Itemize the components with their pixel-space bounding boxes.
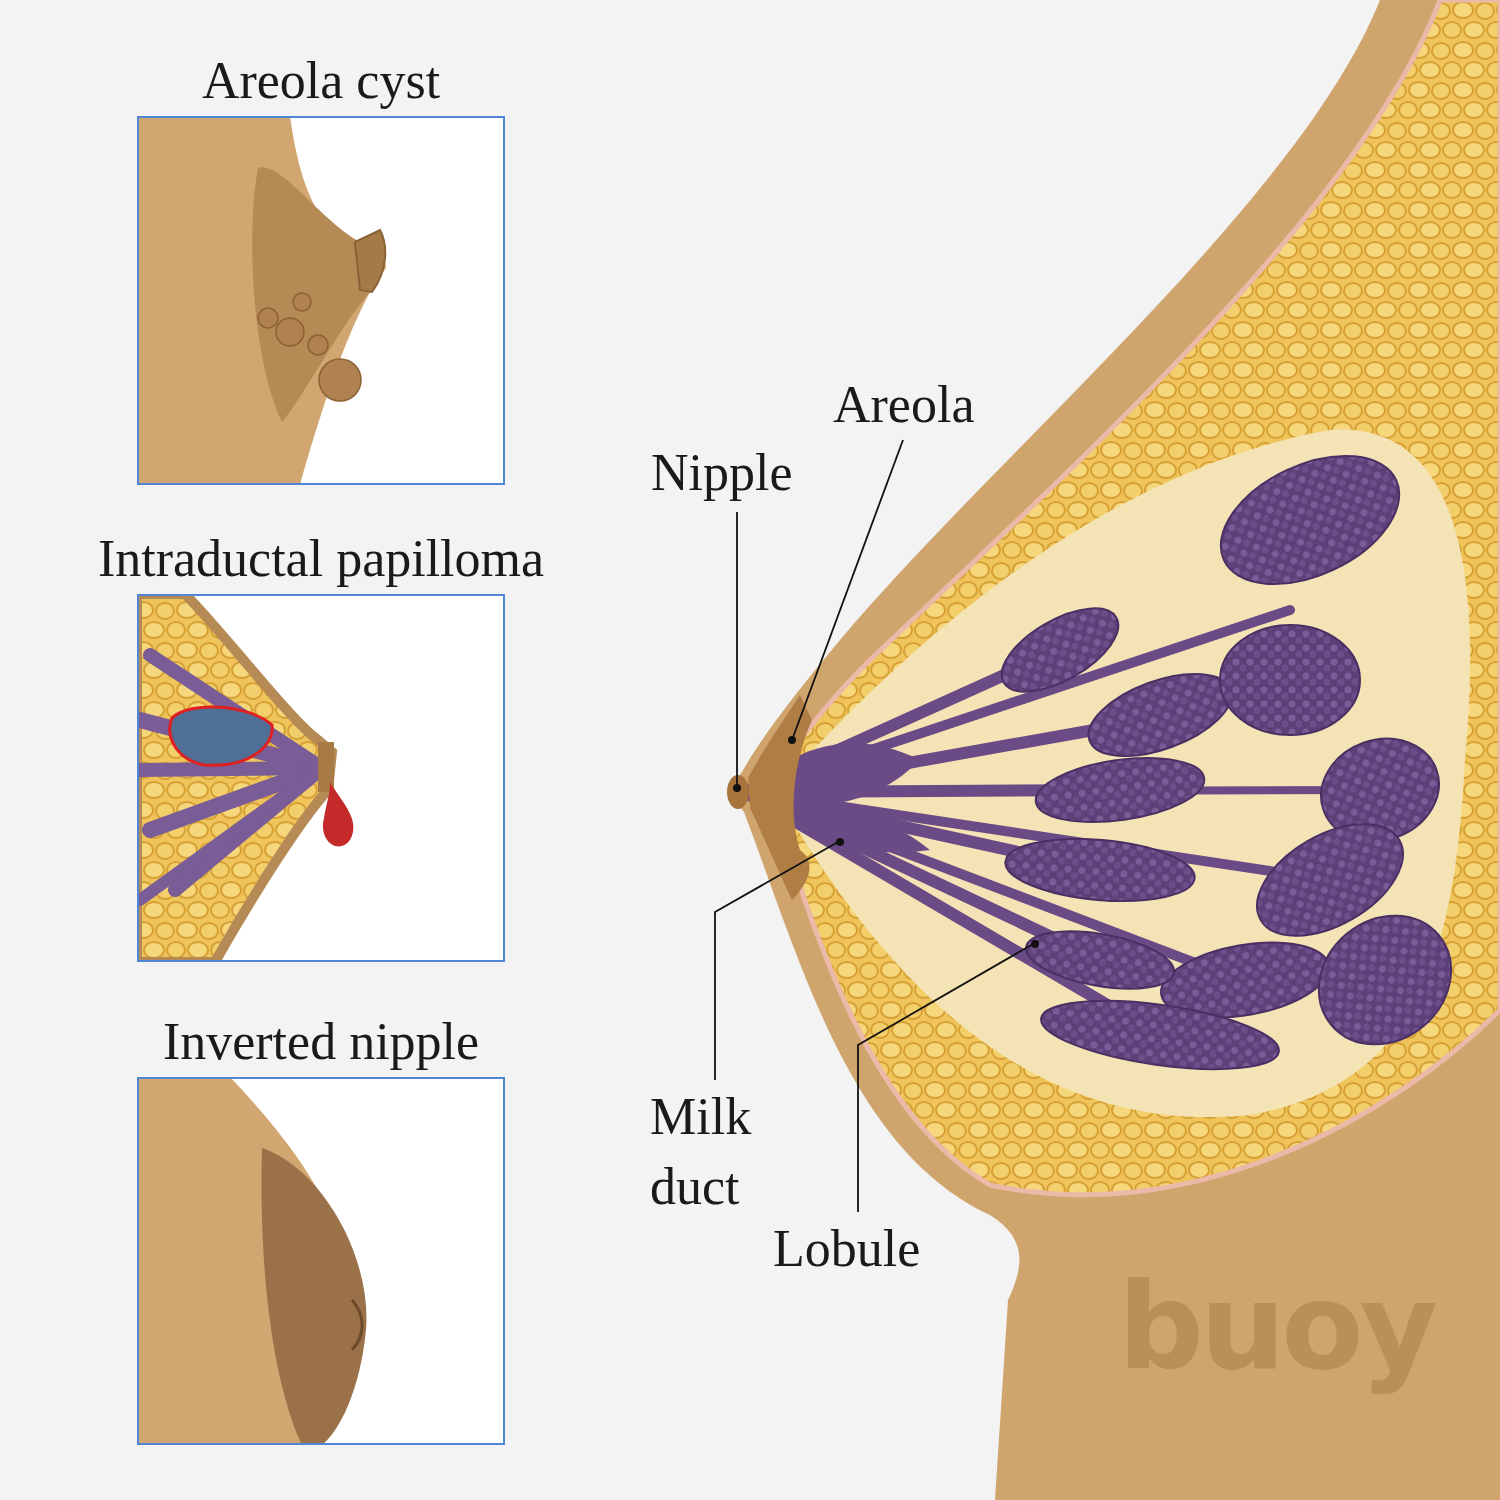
part-label: Areola [833,370,974,440]
panel-box: Intraductal papilloma [137,594,505,962]
watermark: buoy [1118,1262,1434,1392]
panel-box: Inverted nipple [137,1077,505,1445]
panel-heading: Inverted nipple [163,1012,479,1071]
part-label: Milk duct [650,1082,751,1222]
part-label: Lobule [773,1214,920,1284]
panel-heading: Areola cyst [202,51,440,110]
panel-box: Areola cyst [137,116,505,485]
part-label: Nipple [651,438,793,508]
panel-heading: Intraductal papilloma [98,529,544,588]
